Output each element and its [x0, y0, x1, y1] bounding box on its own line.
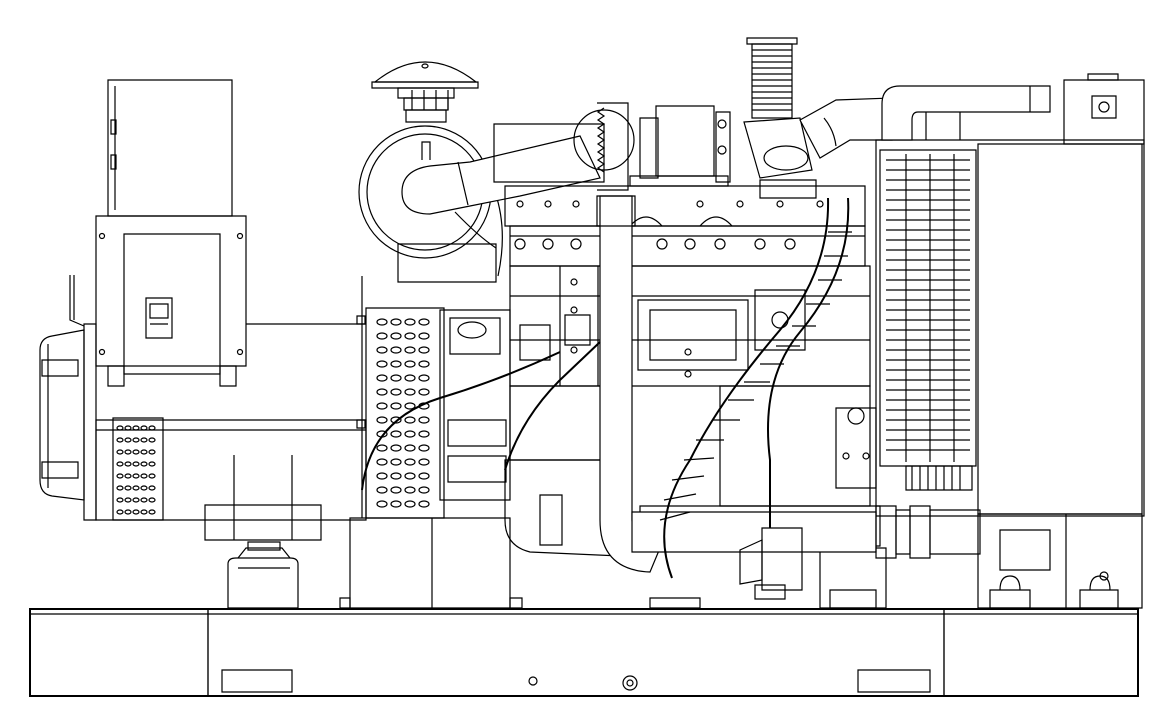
engine-block — [440, 180, 880, 556]
battery-box — [340, 518, 522, 608]
skid-base-frame — [30, 609, 1138, 696]
turbocharger-intake — [402, 103, 730, 214]
exhaust-outlet — [744, 38, 892, 178]
wiring-harness — [362, 198, 852, 590]
alternator — [40, 275, 366, 540]
coolant-hoses — [597, 86, 1050, 572]
control-panel-box — [96, 80, 246, 386]
engine-mounts — [228, 542, 1118, 608]
fan-guard-grille — [357, 276, 444, 518]
alternator-vent-grille — [117, 426, 155, 514]
radiator — [876, 74, 1144, 608]
